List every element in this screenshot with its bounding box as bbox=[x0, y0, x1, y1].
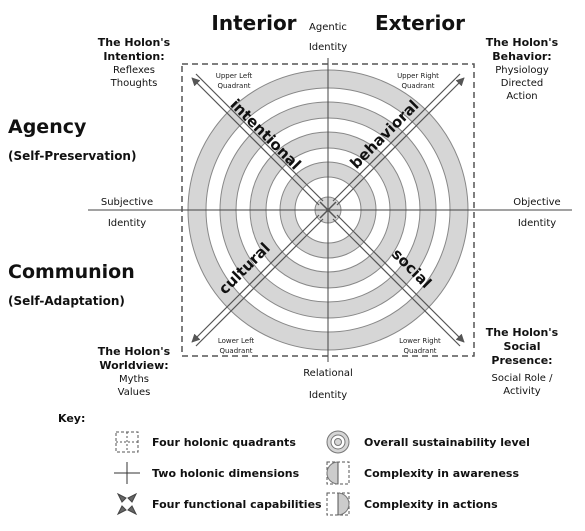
quadrant-lr-label-1: Lower Right bbox=[399, 337, 441, 345]
capability-arrows bbox=[191, 73, 465, 347]
quadrant-ur-label-2: Quadrant bbox=[401, 82, 434, 90]
key: Key: Four holonic quadrants Two holonic … bbox=[58, 412, 530, 516]
arrow-ul-a bbox=[191, 77, 320, 206]
arrow-ll-b bbox=[195, 218, 324, 347]
key-item-dimensions: Two holonic dimensions bbox=[152, 467, 300, 480]
svg-text:Intention:: Intention: bbox=[103, 50, 164, 63]
svg-text:Thoughts: Thoughts bbox=[110, 78, 158, 89]
axis-bottom-label-1: Relational bbox=[303, 368, 353, 379]
arrow-ll-a bbox=[191, 214, 320, 343]
center-cross bbox=[319, 201, 337, 219]
key-item-sustainability: Overall sustainability level bbox=[364, 436, 530, 449]
header-exterior: Exterior bbox=[375, 11, 465, 35]
axis-right-label-2: Identity bbox=[518, 218, 556, 229]
quadrant-ll-label-2: Quadrant bbox=[219, 347, 252, 355]
key-item-quadrants: Four holonic quadrants bbox=[152, 436, 296, 449]
dimensions-icon bbox=[114, 462, 140, 484]
svg-text:Social Role /: Social Role / bbox=[492, 373, 554, 384]
svg-text:Reflexes: Reflexes bbox=[113, 65, 155, 76]
communion-subtitle: (Self-Adaptation) bbox=[8, 294, 125, 308]
svg-text:Myths: Myths bbox=[119, 374, 149, 385]
key-title: Key: bbox=[58, 412, 85, 425]
arrow-ur-b bbox=[332, 73, 461, 202]
key-item-actions: Complexity in actions bbox=[364, 498, 498, 511]
axis-top-label-2: Identity bbox=[309, 42, 347, 53]
svg-text:The Holon's: The Holon's bbox=[98, 345, 171, 358]
key-item-capabilities: Four functional capabilities bbox=[152, 498, 322, 511]
svg-text:Activity: Activity bbox=[503, 386, 540, 397]
agency-subtitle: (Self-Preservation) bbox=[8, 149, 136, 163]
axis-top-label-1: Agentic bbox=[309, 22, 347, 33]
corner-worldview: The Holon's Worldview: Myths Values bbox=[98, 345, 171, 398]
header-interior: Interior bbox=[211, 11, 296, 35]
arrow-lr-b bbox=[332, 218, 461, 347]
axis-left-label-1: Subjective bbox=[101, 197, 153, 208]
axis-bottom-label-2: Identity bbox=[309, 390, 347, 401]
svg-text:The Holon's: The Holon's bbox=[486, 36, 559, 49]
svg-text:Values: Values bbox=[118, 387, 151, 398]
agency-title: Agency bbox=[8, 116, 87, 138]
quadrant-ul-label-1: Upper Left bbox=[216, 72, 253, 80]
communion-title: Communion bbox=[8, 261, 135, 283]
svg-text:Worldview:: Worldview: bbox=[99, 359, 168, 372]
quadrant-ur-label-1: Upper Right bbox=[397, 72, 439, 80]
arrow-ur-a bbox=[336, 77, 465, 206]
svg-text:The Holon's: The Holon's bbox=[98, 36, 171, 49]
axis-right-label-1: Objective bbox=[513, 197, 560, 208]
axis-left-label-2: Identity bbox=[108, 218, 146, 229]
quadrant-ul-label-2: Quadrant bbox=[217, 82, 250, 90]
quadrant-ll-label-1: Lower Left bbox=[218, 337, 255, 345]
capabilities-icon bbox=[116, 492, 138, 516]
quadrants-icon bbox=[115, 431, 139, 453]
svg-text:Directed: Directed bbox=[501, 78, 543, 89]
svg-text:Social: Social bbox=[504, 340, 541, 353]
svg-text:The Holon's: The Holon's bbox=[486, 326, 559, 339]
corner-behavior: The Holon's Behavior: Physiology Directe… bbox=[486, 36, 559, 102]
corner-intention: The Holon's Intention: Reflexes Thoughts bbox=[98, 36, 171, 89]
svg-text:Presence:: Presence: bbox=[491, 354, 552, 367]
arrow-ul-b bbox=[195, 73, 324, 202]
arrow-lr-a bbox=[336, 214, 465, 343]
svg-text:Action: Action bbox=[506, 91, 537, 102]
svg-text:Behavior:: Behavior: bbox=[492, 50, 551, 63]
awareness-icon bbox=[326, 461, 350, 485]
quadrant-lr-label-2: Quadrant bbox=[403, 347, 436, 355]
key-item-awareness: Complexity in awareness bbox=[364, 467, 519, 480]
sustainability-icon bbox=[326, 430, 350, 454]
corner-social-presence: The Holon's Social Presence: Social Role… bbox=[486, 326, 559, 397]
svg-text:Physiology: Physiology bbox=[495, 65, 549, 76]
actions-icon bbox=[326, 492, 350, 516]
